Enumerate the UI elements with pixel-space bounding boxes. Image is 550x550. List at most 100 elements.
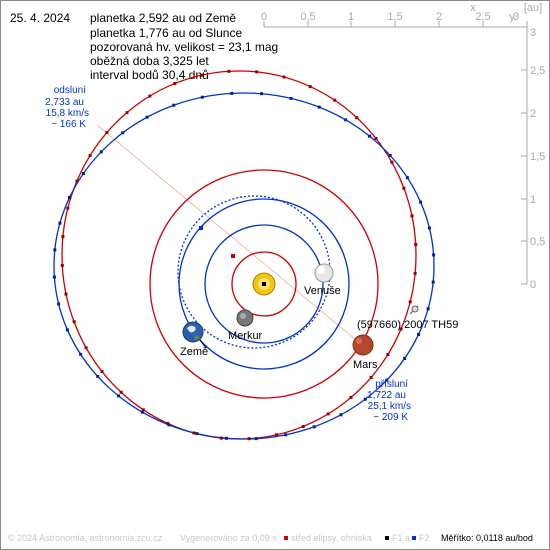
perihelion-distance: 1,722 au — [367, 390, 406, 401]
mars-icon — [352, 334, 374, 356]
x-tick-label: 2 — [436, 11, 442, 23]
info-line-distance-sun: planetka 1,776 au od Slunce — [90, 26, 242, 40]
perihelion-info: přísluní 1,722 au 25,1 km/s ~ 209 K — [367, 379, 411, 423]
perihelion-title: přísluní — [375, 379, 408, 390]
orbit-point — [260, 92, 264, 96]
scale-axes — [263, 21, 528, 285]
orbit-point — [289, 96, 293, 100]
orbit-point — [333, 98, 337, 102]
perihelion-temperature: ~ 209 K — [373, 412, 408, 423]
info-line-interval: interval bodů 30,4 dnů — [90, 68, 209, 82]
ellipse-center-marker — [231, 254, 235, 258]
mercury-orbit — [231, 251, 297, 317]
x-tick-label: 3 — [513, 11, 519, 23]
scale-text: Měřítko: 0,0118 au/bod — [441, 533, 533, 543]
asteroid-label: (597660) 2007 TH59 — [357, 319, 458, 331]
orbit-point — [368, 134, 371, 138]
orbit-point — [410, 214, 414, 218]
orbit-point — [399, 327, 403, 331]
venus-icon — [314, 263, 334, 283]
aphelion-title: odsluní — [54, 85, 86, 96]
orbit-point — [247, 437, 251, 441]
orbit-point — [105, 131, 109, 134]
orbit-point — [200, 95, 204, 99]
orbit-point — [254, 437, 258, 441]
venus-label: Venuše — [304, 285, 341, 297]
orbit-point — [140, 410, 144, 414]
orbit-point — [369, 376, 373, 379]
info-block: 25. 4. 2024 planetka 2,592 au od Země pl… — [10, 11, 278, 82]
legend-f2-swatch — [412, 536, 416, 540]
info-line-magnitude: pozorovaná hv. velikost = 23,1 mag — [90, 40, 278, 54]
x-tick-label: 1,5 — [387, 11, 402, 23]
x-tick-label: 0,5 — [300, 11, 315, 23]
earth-icon — [182, 321, 204, 343]
mercury-icon — [236, 309, 254, 327]
orbit-point — [363, 397, 367, 401]
orbit-point — [100, 370, 104, 373]
y-axis-name: y — [509, 11, 515, 23]
earth-orbit — [178, 198, 350, 370]
legend-f2-text: F2 — [419, 533, 430, 543]
info-line-period: oběžná doba 3,325 let — [90, 54, 209, 68]
y-tick-label: 0,5 — [530, 236, 545, 248]
y-tick-label: 0 — [530, 279, 536, 291]
orbit-point — [402, 186, 406, 190]
orbit-point — [117, 394, 120, 398]
orbit-point — [125, 111, 129, 115]
orbit-point — [148, 94, 152, 98]
orbit-point — [88, 154, 92, 157]
orbit-point — [219, 436, 223, 440]
orbit-point — [195, 432, 199, 436]
legend-center-text: střed elipsy, ohniska — [291, 533, 372, 543]
orbit-point — [60, 264, 64, 267]
y-tick-label: 1 — [530, 194, 536, 206]
copyright-text: © 2024 Astronomia, astronomia.zcu.cz — [8, 533, 163, 543]
date-label: 25. 4. 2024 — [10, 11, 70, 25]
earth-pointer — [199, 339, 207, 349]
orbit-point — [65, 328, 69, 332]
orbit-point — [141, 408, 145, 412]
orbit-point — [145, 115, 149, 119]
orbit-point — [230, 91, 234, 95]
orbit-point — [427, 226, 431, 230]
orbit-point — [432, 253, 436, 257]
earth-label: Země — [180, 346, 208, 358]
orbit-point — [374, 137, 378, 140]
orbit-point — [72, 320, 76, 324]
orbit-point — [312, 425, 316, 429]
aphelion-temperature: ~ 166 K — [51, 119, 86, 130]
orbit-point — [58, 221, 62, 225]
orbit-point — [57, 302, 61, 306]
orbit-point — [385, 378, 389, 382]
aphelion-speed: 15,8 km/s — [46, 108, 89, 119]
orbit-point — [284, 433, 288, 437]
orbit-point — [84, 346, 88, 350]
orbit-point — [282, 75, 286, 79]
orbit-point — [52, 275, 56, 279]
orbit-point — [192, 431, 196, 435]
orbit-point — [275, 433, 279, 437]
orbit-point — [199, 73, 203, 77]
orbit-point — [408, 300, 412, 304]
orbit-point — [308, 85, 312, 89]
orbit-point — [413, 271, 417, 275]
orbit-point — [53, 248, 57, 252]
x-tick-label: 1 — [348, 11, 354, 23]
orbit-point — [431, 280, 435, 284]
orbit-point — [224, 436, 228, 440]
scale-labels: 0 0,5 1 1,5 2 2,5 3 x y [au] 3 2,5 2 1,5… — [261, 2, 545, 291]
legend-center-swatch — [284, 536, 288, 540]
y-tick-label: 2,5 — [530, 65, 545, 77]
orbit-point — [66, 206, 70, 210]
orbit-point — [61, 235, 65, 239]
orbit-point — [426, 307, 430, 311]
y-tick-label: 1,5 — [530, 151, 545, 163]
aphelion-distance: 2,733 au — [45, 97, 84, 108]
mars-orbit — [149, 169, 379, 399]
orbit-point — [79, 352, 83, 356]
orbit-point — [173, 82, 177, 85]
info-line-distance-earth: planetka 2,592 au od Země — [90, 11, 236, 25]
orbit-point — [417, 333, 420, 336]
